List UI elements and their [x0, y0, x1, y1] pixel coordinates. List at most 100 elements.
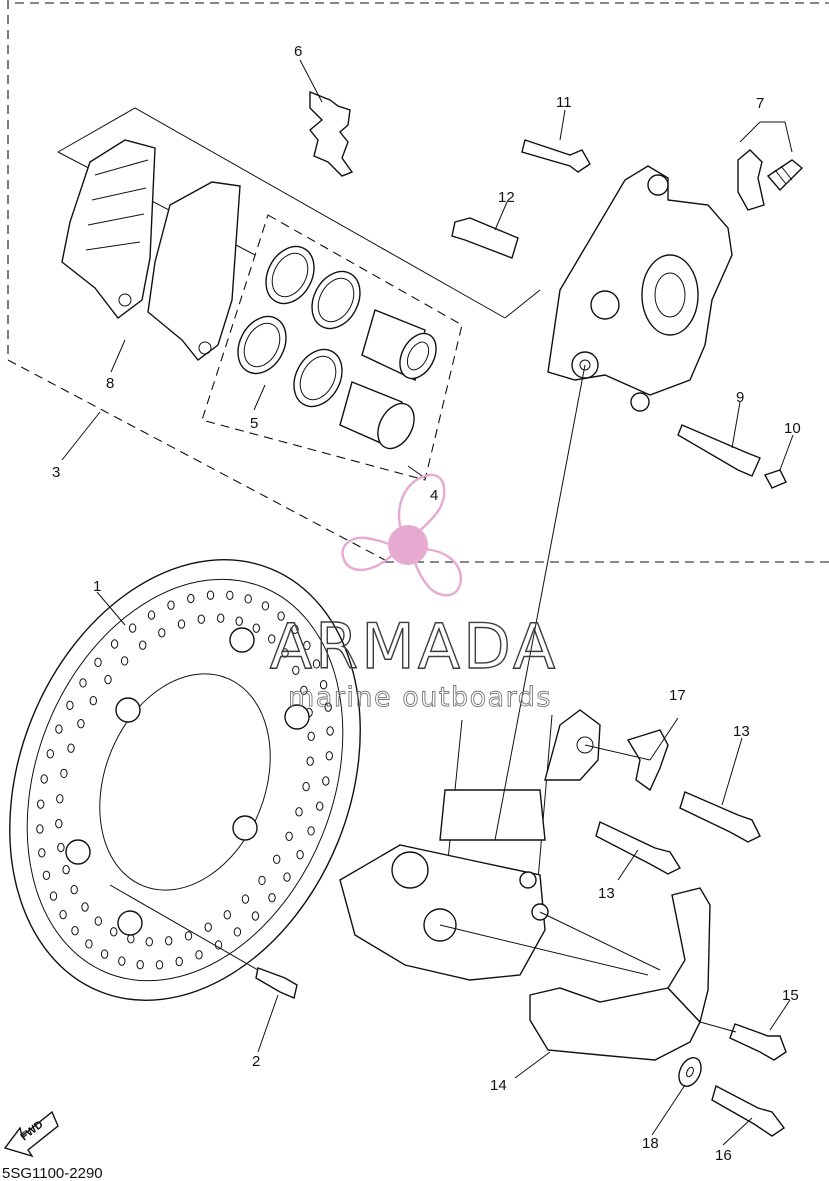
disc-vent-hole: [273, 854, 281, 864]
armada-watermark: ARMADA marine outboards: [269, 473, 558, 713]
disc-vent-hole: [291, 624, 299, 634]
disc-vent-hole: [326, 726, 334, 736]
disc-vent-hole: [120, 656, 129, 666]
front-fork-leg: [339, 709, 601, 981]
callout-13-upper: 13: [733, 723, 750, 740]
disc-vent-hole: [285, 831, 293, 841]
disc-vent-hole: [167, 600, 175, 610]
disc-vent-hole: [268, 634, 276, 644]
disc-vent-hole: [46, 749, 54, 759]
disc-vent-hole: [324, 702, 332, 712]
disc-vent-hole: [128, 623, 137, 633]
disc-vent-hole: [307, 731, 315, 741]
callout-14: 14: [490, 1077, 507, 1094]
disc-vent-hole: [233, 927, 242, 937]
disc-vent-hole: [292, 665, 300, 675]
disc-vent-holes: [36, 590, 334, 970]
disc-vent-hole: [307, 826, 315, 836]
callout-16: 16: [715, 1147, 732, 1164]
brake-disc: [9, 559, 361, 1001]
callout-labels: 1 2 3 4 5 6 7 8 9 10 11 12 13 13 14 15 1…: [52, 43, 801, 1164]
piston-seals: [237, 245, 361, 408]
caliper-assembly-dashed-outline: [7, 0, 829, 563]
disc-vent-hole: [244, 594, 252, 604]
disc-vent-hole: [322, 776, 330, 786]
disc-vent-hole: [296, 850, 304, 860]
disc-vent-hole: [206, 590, 215, 600]
pad-pin-11: [521, 139, 591, 173]
disc-vent-hole: [312, 659, 321, 669]
disc-vent-hole: [37, 799, 45, 809]
callout-7: 7: [756, 95, 764, 112]
disc-vent-hole: [77, 719, 85, 729]
forward-direction-arrow-icon: FWD: [3, 1110, 59, 1158]
disc-vent-hole: [241, 894, 250, 904]
disc-vent-hole: [184, 931, 193, 941]
disc-vent-hole: [59, 909, 67, 920]
disc-vent-hole: [283, 872, 291, 882]
brake-pad-set: [57, 107, 541, 361]
washer-18: [678, 1057, 702, 1087]
callout-13-lower: 13: [598, 885, 615, 902]
disc-vent-hole: [204, 922, 212, 932]
bolt-15: [729, 1023, 787, 1061]
nut-10: [763, 469, 787, 489]
callout-6: 6: [294, 43, 302, 60]
disc-vent-hole: [165, 936, 173, 946]
caliper-bolt-9: [677, 424, 761, 477]
disc-vent-hole: [217, 613, 225, 623]
bolt-13-upper: [679, 791, 761, 843]
disc-vent-hole: [251, 911, 260, 921]
disc-vent-hole: [303, 640, 311, 651]
callout-10: 10: [784, 420, 801, 437]
callout-17: 17: [669, 687, 686, 704]
disc-vent-hole: [70, 885, 78, 895]
propeller-logo-icon: [341, 473, 463, 597]
callout-9: 9: [736, 389, 744, 406]
disc-vent-hole: [56, 794, 64, 804]
disc-vent-hole: [187, 593, 195, 604]
disc-vent-hole: [295, 807, 303, 817]
disc-vent-hole: [177, 619, 186, 629]
callout-2: 2: [252, 1053, 260, 1070]
disc-vent-hole: [100, 949, 109, 959]
disc-vent-hole: [155, 960, 164, 970]
disc-vent-hole: [60, 768, 68, 779]
disc-guard: [529, 887, 711, 1061]
callout-18: 18: [642, 1135, 659, 1152]
disc-vent-hole: [139, 640, 147, 650]
leader-lines: [61, 59, 794, 1146]
disc-vent-hole: [36, 824, 44, 834]
disc-vent-hole: [94, 657, 102, 667]
disc-vent-hole: [197, 614, 206, 624]
disc-vent-hole: [67, 743, 75, 753]
disc-vent-hole: [81, 902, 89, 912]
disc-vent-hole: [319, 680, 328, 690]
disc-vent-hole: [110, 639, 119, 649]
brake-caliper-body: [547, 165, 733, 412]
callout-1: 1: [93, 578, 101, 595]
disc-vent-hole: [235, 616, 243, 626]
callout-12: 12: [498, 189, 515, 206]
piston-kit-dashed-outline: [201, 214, 463, 481]
disc-vent-hole: [118, 956, 126, 966]
disc-vent-hole: [55, 819, 63, 829]
watermark-brand: ARMADA: [270, 610, 558, 683]
disc-vent-hole: [277, 611, 285, 621]
disc-vent-hole: [38, 848, 46, 858]
watermark-tagline: marine outboards: [288, 682, 552, 713]
bleed-screw-set: [737, 121, 804, 211]
disc-vent-hole: [195, 950, 203, 960]
disc-vent-hole: [66, 700, 74, 710]
disc-bolt: [255, 967, 298, 999]
disc-vent-hole: [226, 590, 234, 600]
disc-vent-hole: [158, 628, 166, 638]
disc-vent-hole: [302, 781, 310, 792]
pistons: [339, 309, 437, 450]
disc-vent-hole: [136, 960, 144, 970]
disc-vent-hole: [252, 623, 260, 633]
disc-vent-hole: [49, 891, 58, 901]
disc-vent-hole: [306, 756, 314, 766]
disc-vent-hole: [42, 870, 51, 880]
